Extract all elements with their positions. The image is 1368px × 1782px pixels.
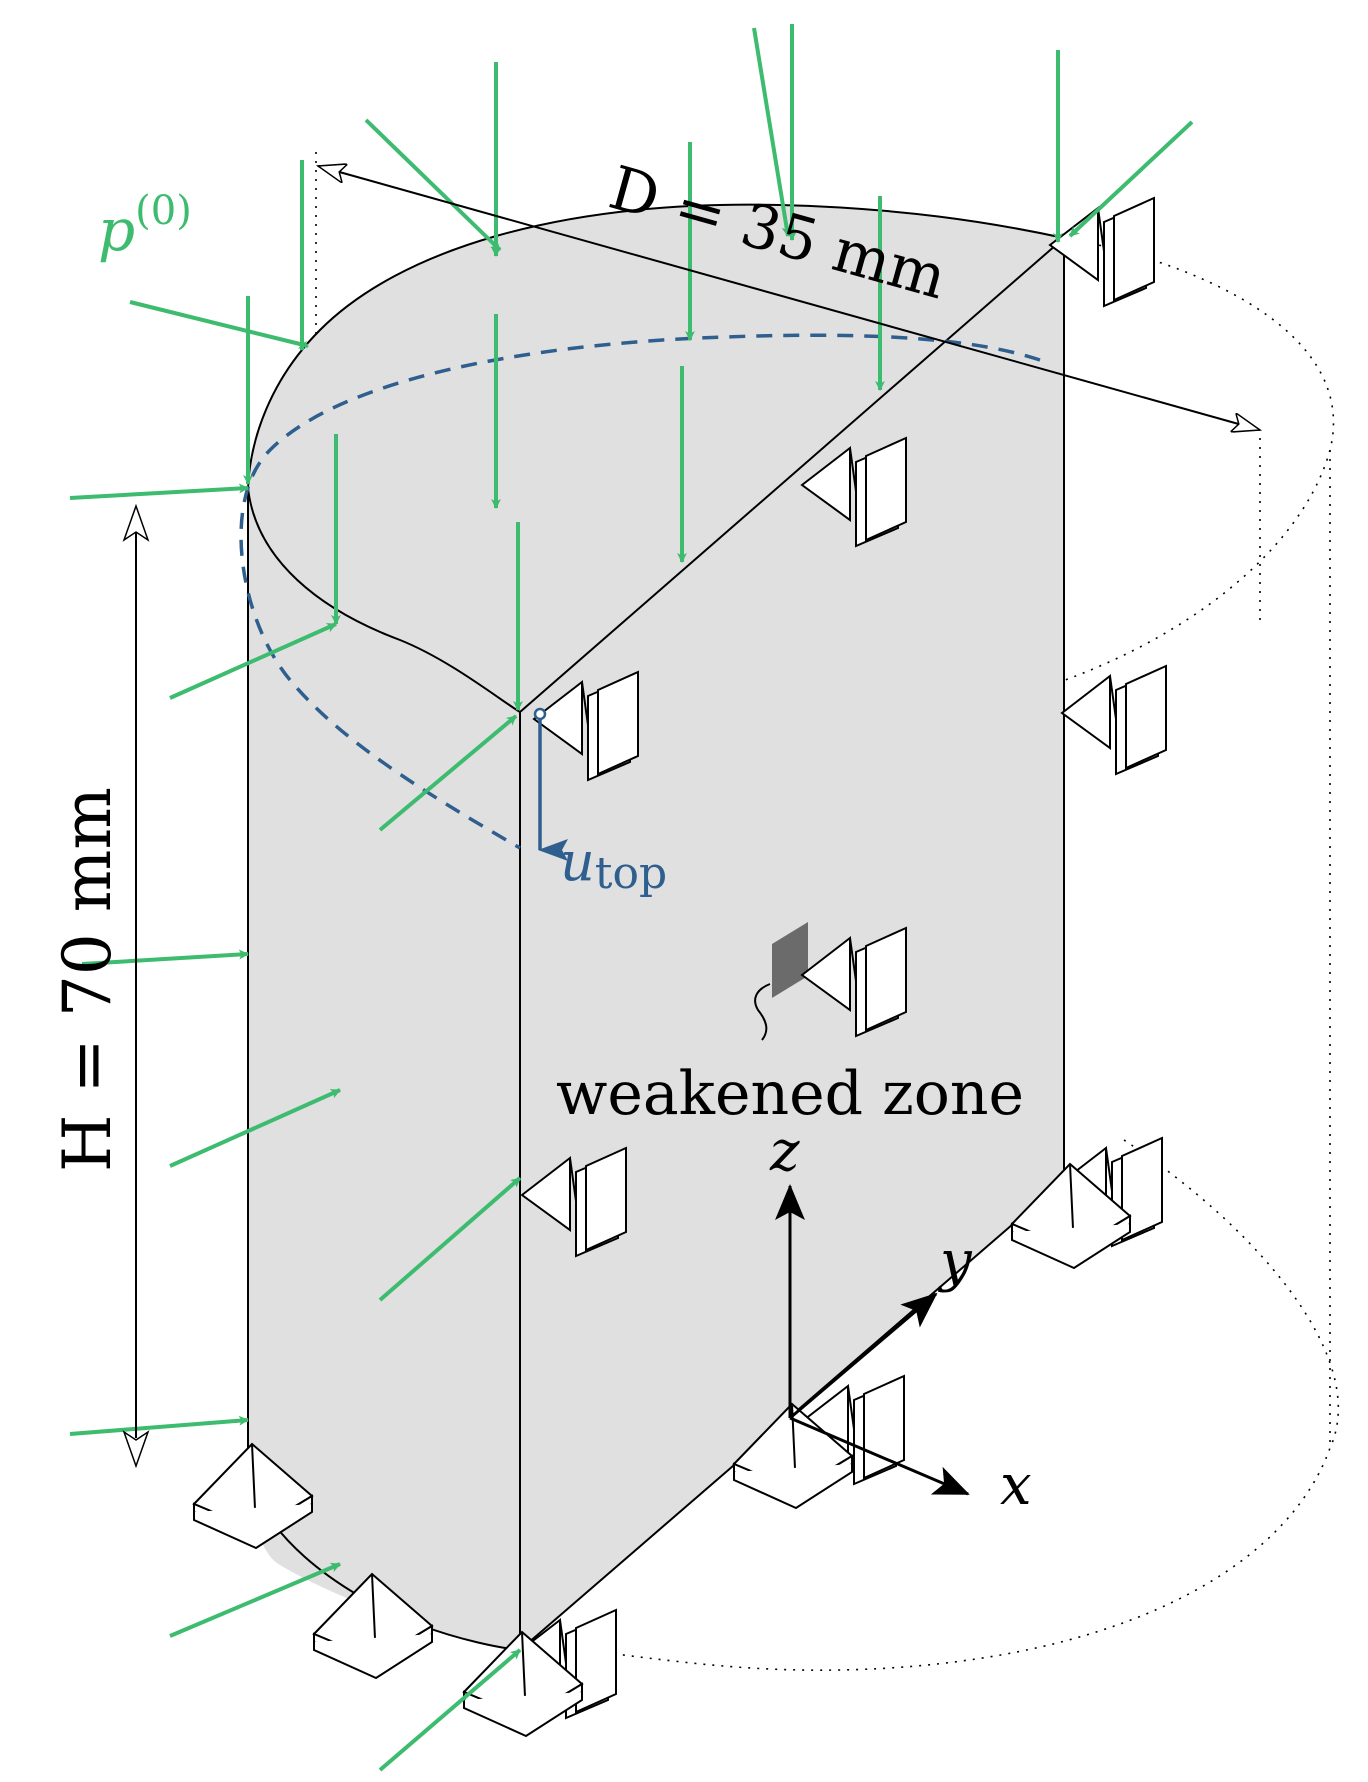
- displacement-arrow: [533, 707, 568, 861]
- weakened-zone: [754, 922, 808, 1041]
- weakened-zone-label: weakened zone: [556, 1059, 1024, 1129]
- axis-y-arrow: [789, 1292, 938, 1420]
- axis-x-label: x: [1000, 1453, 1032, 1518]
- displacement-label: utop: [560, 830, 667, 899]
- axis-x-arrow: [789, 1416, 970, 1496]
- diameter-dimension: [318, 166, 1260, 430]
- height-label: H = 70 mm: [49, 787, 126, 1172]
- height-dimension: [122, 503, 150, 1469]
- half-cylinder-body: [247, 203, 1065, 1651]
- coordinate-axes: [775, 1184, 970, 1496]
- pressure-label: p(0): [98, 188, 192, 264]
- axis-z-label: z: [769, 1119, 800, 1184]
- ghost-cylinder-outline: [315, 152, 1340, 1671]
- axis-y-label: y: [937, 1229, 973, 1294]
